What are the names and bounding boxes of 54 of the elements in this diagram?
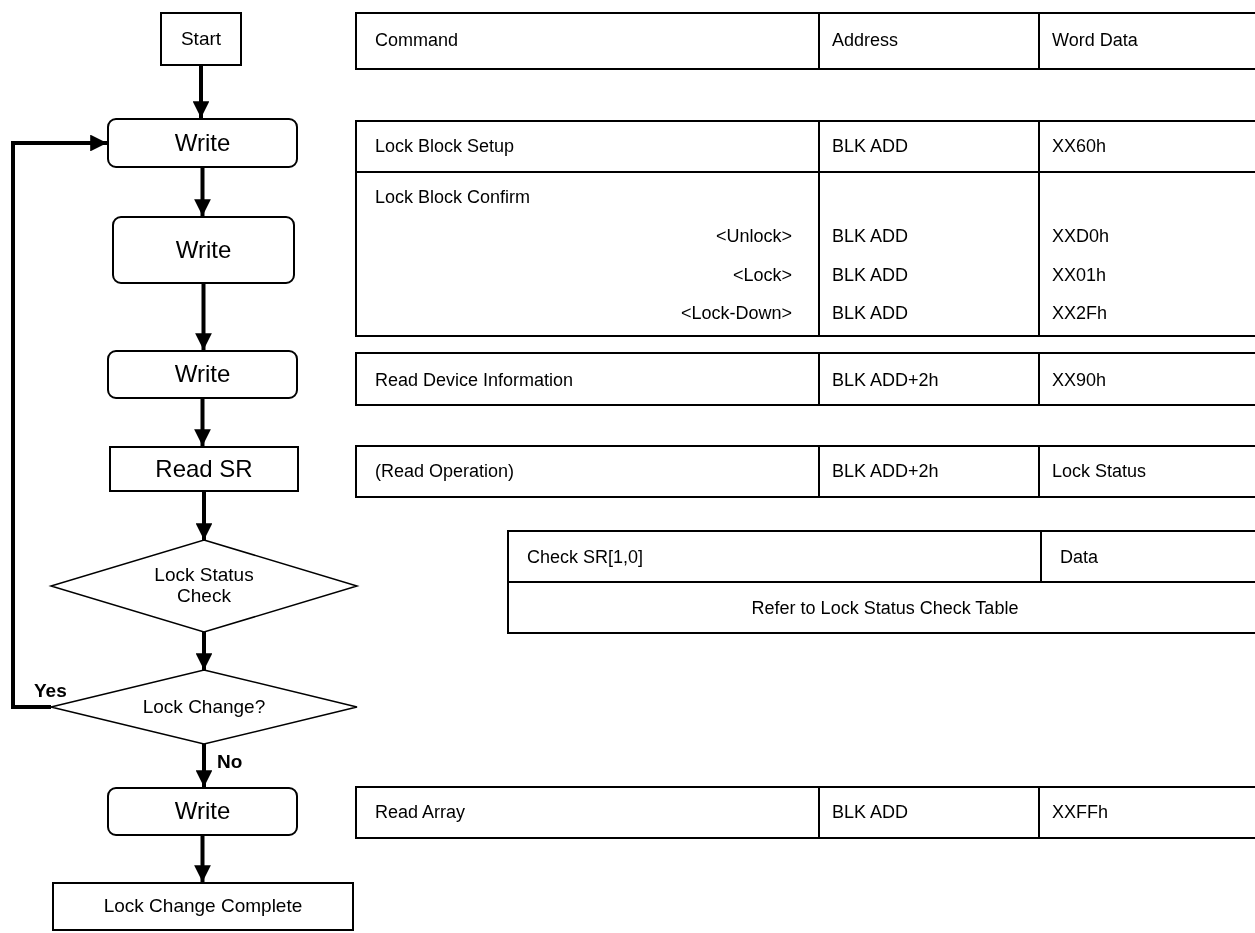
process-box — [109, 446, 299, 492]
command-name: (Read Operation) — [375, 460, 515, 482]
column-header: Check SR[1,0] — [527, 546, 644, 568]
decision-diamond — [51, 540, 357, 632]
step-label: Write — [174, 129, 231, 157]
process-box — [107, 118, 298, 168]
process-box — [52, 882, 354, 931]
command-option: <Lock> — [732, 264, 792, 286]
arrow — [195, 284, 212, 350]
command-option: <Lock-Down> — [680, 302, 792, 324]
process-box — [107, 350, 298, 399]
column-header: Address — [832, 29, 899, 51]
arrow — [194, 836, 211, 882]
data-value: XX60h — [1052, 135, 1107, 157]
command-name: Lock Block Confirm — [375, 186, 531, 208]
step-label: Lock Change Complete — [103, 896, 303, 917]
step-label: Write — [174, 361, 231, 388]
process-box — [112, 216, 295, 284]
table-note: Refer to Lock Status Check Table — [751, 597, 1019, 619]
arrow — [11, 134, 107, 709]
data-value: XX90h — [1052, 369, 1107, 391]
address-value: BLK ADD — [832, 135, 909, 157]
step-label: Write — [174, 798, 231, 825]
command-option: <Unlock> — [715, 225, 792, 247]
step-label: Start — [180, 28, 222, 50]
arrow — [192, 66, 210, 118]
column-header: Command — [375, 29, 459, 51]
address-value: BLK ADD — [832, 225, 909, 247]
arrow — [195, 492, 213, 540]
data-value: XXFFh — [1052, 801, 1108, 823]
address-value: BLK ADD — [832, 264, 909, 286]
step-label: Read SR — [155, 455, 253, 483]
address-value: BLK ADD+2h — [832, 369, 939, 391]
arrow — [195, 632, 213, 670]
command-name: Lock Block Setup — [375, 135, 515, 157]
data-value: XX2Fh — [1052, 302, 1108, 324]
arrow — [194, 168, 211, 216]
address-value: BLK ADD+2h — [832, 460, 939, 482]
process-box — [160, 12, 242, 66]
step-label: Write — [175, 236, 232, 264]
data-value: XXD0h — [1052, 225, 1110, 247]
address-value: BLK ADD — [832, 801, 909, 823]
step-label: Lock Status Check — [153, 565, 255, 607]
step-label: Lock Change? — [142, 696, 266, 718]
command-name: Read Device Information — [375, 369, 574, 391]
data-value: XX01h — [1052, 264, 1107, 286]
arrow — [195, 744, 213, 787]
process-box — [107, 787, 298, 836]
arrow — [194, 399, 211, 446]
column-header: Data — [1060, 546, 1099, 568]
address-value: BLK ADD — [832, 302, 909, 324]
column-header: Word Data — [1052, 29, 1138, 51]
command-name: Read Array — [375, 801, 466, 823]
data-value: Lock Status — [1052, 460, 1147, 482]
